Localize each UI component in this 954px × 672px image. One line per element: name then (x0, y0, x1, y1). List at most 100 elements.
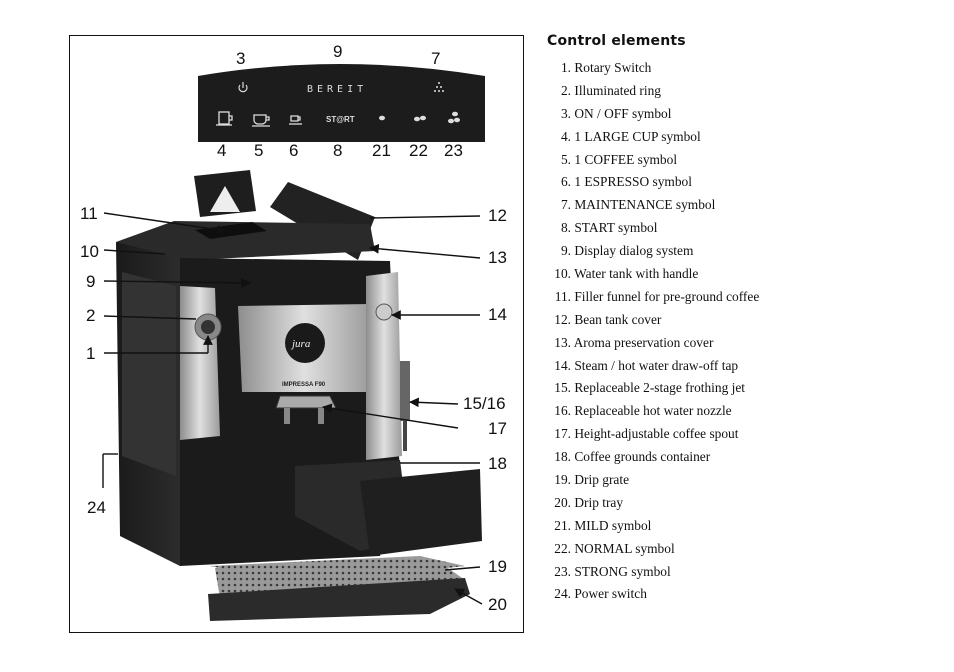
control-element-label: Illuminated ring (574, 82, 662, 98)
callout-2: 2 (86, 306, 96, 325)
control-element-item: 15. Replaceable 2-stage frothing jet (547, 377, 759, 400)
callout-1: 1 (86, 344, 96, 363)
on-off-icon (238, 82, 248, 93)
control-element-number: 21. (554, 517, 571, 533)
control-element-item: 18. Coffee grounds container (547, 446, 759, 469)
control-element-item: 8. START symbol (547, 217, 759, 240)
control-element-label: 1 LARGE CUP symbol (574, 128, 701, 144)
control-element-label: Rotary Switch (574, 60, 652, 75)
brand-logo: jura (290, 338, 311, 350)
leader-10 (103, 249, 166, 255)
control-element-label: Aroma preservation cover (573, 334, 714, 350)
callout-5: 5 (254, 141, 264, 160)
leader-20 (454, 588, 483, 605)
control-element-item: 24. Power switch (547, 583, 759, 606)
coffee-cup-icon (252, 114, 270, 127)
callout-6: 6 (289, 141, 299, 160)
callout-17: 17 (488, 419, 507, 438)
control-element-number: 8. (560, 220, 571, 236)
control-element-label: Bean tank cover (574, 311, 662, 327)
control-element-number: 10. (554, 266, 571, 282)
control-element-label: MAINTENANCE symbol (574, 197, 716, 213)
control-element-label: Display dialog system (574, 243, 694, 259)
control-element-item: 22. NORMAL symbol (547, 538, 759, 561)
control-element-item: 5. 1 COFFEE symbol (547, 149, 759, 172)
control-element-number: 13. (554, 334, 571, 350)
drip-tray-grate (215, 564, 465, 598)
mild-bean-icon (379, 115, 385, 121)
brand-badge (285, 323, 325, 363)
control-element-item: 12. Bean tank cover (547, 309, 759, 332)
control-element-number: 23. (554, 563, 571, 579)
callout-10: 10 (80, 242, 99, 261)
callout-19: 19 (488, 557, 507, 576)
steel-panel-left (180, 286, 220, 440)
callout-12: 12 (488, 206, 507, 225)
steam-nozzle (400, 361, 410, 421)
control-element-number: 3. (560, 105, 571, 121)
control-element-item: 9. Display dialog system (547, 240, 759, 263)
callout-14: 14 (488, 305, 507, 324)
control-element-label: Coffee grounds container (574, 449, 711, 465)
control-element-label: Replaceable hot water nozzle (574, 403, 732, 419)
control-element-label: START symbol (574, 220, 658, 236)
maintenance-icon (434, 82, 444, 92)
callout-18: 18 (488, 454, 507, 473)
callout-20: 20 (488, 595, 507, 614)
callout-3: 3 (236, 49, 246, 68)
callout-15-16: 15/16 (463, 394, 506, 413)
control-element-item: 2. Illuminated ring (547, 80, 759, 103)
callout-9: 9 (86, 272, 96, 291)
control-element-label: Filler funnel for pre-ground coffee (574, 288, 760, 304)
leader-2 (103, 315, 197, 320)
control-element-label: ON / OFF symbol (574, 105, 672, 121)
callout-4: 4 (217, 141, 227, 160)
control-element-label: Replaceable 2-stage frothing jet (574, 380, 746, 396)
callout-21: 21 (372, 141, 391, 160)
leader-19 (444, 566, 481, 571)
callout-24: 24 (87, 498, 106, 517)
steam-knob (375, 303, 393, 321)
control-element-number: 5. (560, 151, 571, 167)
control-element-label: 1 COFFEE symbol (574, 151, 678, 167)
control-element-label: Power switch (574, 586, 647, 602)
control-element-number: 9. (560, 243, 571, 259)
steel-panel-right (366, 272, 402, 460)
control-element-number: 22. (554, 540, 571, 556)
control-element-label: Drip tray (574, 494, 624, 510)
control-element-number: 16. (554, 403, 571, 419)
control-element-number: 18. (554, 449, 571, 465)
control-elements-title: Control elements (547, 33, 686, 49)
callout-9-top: 9 (333, 42, 343, 61)
callout-11: 11 (80, 204, 98, 223)
control-element-label: STRONG symbol (574, 563, 671, 579)
start-label: ST@RT (326, 115, 355, 124)
control-element-number: 6. (560, 174, 571, 190)
model-name: IMPRESSA F90 (282, 382, 326, 388)
display-readout: BEREIT (307, 84, 367, 95)
control-element-label: Steam / hot water draw-off tap (574, 357, 739, 373)
control-element-number: 12. (554, 311, 571, 327)
leader-11 (103, 212, 227, 235)
leader-17 (322, 403, 459, 429)
control-element-label: Drip grate (574, 472, 630, 488)
control-panel (198, 64, 485, 142)
control-element-item: 13. Aroma preservation cover (547, 332, 759, 355)
callout-13: 13 (488, 248, 507, 267)
control-element-item: 14. Steam / hot water draw-off tap (547, 355, 759, 378)
machine-illustration: BEREIT ST@RT jura IMPRES (102, 64, 485, 621)
callout-7: 7 (431, 49, 441, 68)
control-element-number: 4. (560, 128, 571, 144)
control-element-number: 11. (554, 288, 571, 304)
control-element-number: 14. (554, 357, 571, 373)
callout-23: 23 (444, 141, 463, 160)
control-element-number: 7. (560, 197, 571, 213)
control-element-item: 17. Height-adjustable coffee spout (547, 423, 759, 446)
control-element-number: 2. (560, 82, 571, 98)
machine-top (116, 221, 375, 262)
control-element-item: 3. ON / OFF symbol (547, 103, 759, 126)
control-element-item: 4. 1 LARGE CUP symbol (547, 126, 759, 149)
control-element-item: 19. Drip grate (547, 469, 759, 492)
control-element-item: 6. 1 ESPRESSO symbol (547, 171, 759, 194)
